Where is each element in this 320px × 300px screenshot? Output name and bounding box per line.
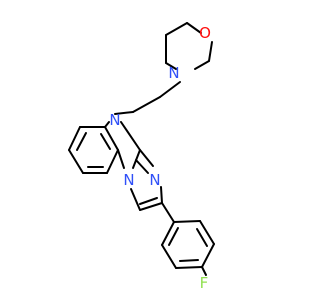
bond (135, 159, 149, 174)
bond (139, 149, 154, 167)
atom-fluorine: F (200, 274, 209, 292)
bond (130, 188, 141, 211)
bond (132, 96, 161, 113)
bond (168, 227, 179, 246)
atom-n-morpholine: N (168, 64, 179, 82)
bond (117, 149, 125, 169)
bond (186, 22, 202, 34)
bond (100, 133, 111, 150)
bond (114, 111, 134, 115)
bond (132, 149, 141, 169)
bond (208, 41, 213, 62)
bond (194, 60, 210, 70)
bond (76, 132, 87, 151)
bond (165, 62, 177, 70)
bond (68, 149, 84, 174)
molecule-canvas: O N N N N F (68, 22, 215, 292)
bond (161, 202, 175, 223)
bond (199, 220, 215, 245)
bond (201, 266, 207, 276)
atom-labels: O N N N N F (109, 24, 211, 292)
bond (161, 244, 177, 269)
bond (175, 266, 203, 269)
bond (120, 121, 141, 151)
bond (165, 22, 188, 36)
bond (106, 149, 119, 174)
bond (139, 202, 163, 211)
bond (160, 186, 163, 204)
bond (68, 126, 81, 151)
atom-o-morpholine: O (199, 24, 211, 42)
atom-n1: N (123, 171, 134, 189)
bonds (68, 22, 215, 276)
bond (173, 220, 201, 223)
bond (196, 228, 208, 247)
bond (161, 221, 175, 246)
bond (104, 121, 110, 128)
bond (201, 243, 215, 268)
bond (104, 126, 119, 151)
atom-n3: N (149, 171, 160, 189)
molecule-structure: O N N N N F (68, 22, 215, 292)
atom-n9: N (109, 111, 120, 129)
bond (139, 197, 158, 205)
bond (179, 259, 199, 262)
bond (159, 81, 181, 98)
